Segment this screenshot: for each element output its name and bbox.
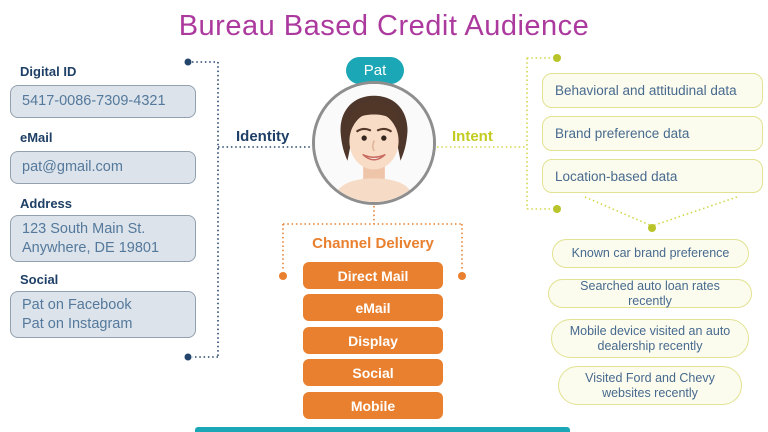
identity-bracket bbox=[192, 61, 311, 358]
persona-name: Pat bbox=[363, 62, 387, 79]
channel-button-display: Display bbox=[303, 327, 443, 354]
intent-data-text: Brand preference data bbox=[555, 126, 690, 141]
intent-signal-text: Visited Ford and Chevy websites recently bbox=[585, 370, 715, 400]
channel-delivery-title: Channel Delivery bbox=[312, 235, 434, 252]
intent-data-text: Behavioral and attitudinal data bbox=[555, 83, 737, 98]
channel-label: Mobile bbox=[350, 397, 396, 414]
intent-signal-text: Searched auto loan rates recently bbox=[580, 278, 720, 308]
intent-signal-pill: Mobile device visited an auto dealership… bbox=[551, 319, 749, 358]
digital-id-value: 5417-0086-7309-4321 bbox=[10, 85, 196, 118]
email-value: pat@gmail.com bbox=[10, 151, 196, 184]
connector-dot bbox=[553, 205, 561, 213]
email-text: pat@gmail.com bbox=[22, 159, 123, 176]
connector-dot bbox=[279, 272, 287, 280]
email-label: eMail bbox=[20, 130, 53, 145]
intent-signal-text: Mobile device visited an auto dealership… bbox=[569, 323, 731, 353]
intent-data-box: Behavioral and attitudinal data bbox=[542, 73, 763, 108]
identity-section-label: Identity bbox=[236, 128, 290, 145]
social-label: Social bbox=[20, 272, 59, 287]
connector-dot bbox=[184, 58, 192, 66]
address-value: 123 South Main St. Anywhere, DE 19801 bbox=[10, 215, 196, 262]
intent-signal-pill: Visited Ford and Chevy websites recently bbox=[558, 366, 742, 405]
channel-button-social: Social bbox=[303, 359, 443, 386]
social-value: Pat on Facebook Pat on Instagram bbox=[10, 291, 196, 338]
persona-photo bbox=[312, 81, 436, 205]
intent-data-box: Location-based data bbox=[542, 159, 763, 193]
social-line-2: Pat on Instagram bbox=[22, 315, 133, 332]
digital-id-label: Digital ID bbox=[20, 64, 77, 79]
channel-label: eMail bbox=[355, 299, 391, 316]
address-line-1: 123 South Main St. bbox=[22, 220, 146, 237]
intent-signal-pill: Searched auto loan rates recently bbox=[548, 279, 752, 308]
channel-button-direct-mail: Direct Mail bbox=[303, 262, 443, 289]
woman-avatar-icon bbox=[315, 84, 433, 202]
connector-dot bbox=[553, 54, 561, 62]
connector-dot bbox=[648, 224, 656, 232]
intent-section-label: Intent bbox=[452, 128, 493, 145]
page-title: Bureau Based Credit Audience bbox=[178, 10, 590, 42]
intent-data-box: Brand preference data bbox=[542, 116, 763, 151]
address-label: Address bbox=[20, 196, 73, 211]
channel-button-mobile: Mobile bbox=[303, 392, 443, 419]
intent-signal-pill: Known car brand preference bbox=[552, 239, 749, 268]
intent-data-text: Location-based data bbox=[555, 168, 678, 184]
bottom-accent-bar bbox=[195, 427, 570, 432]
connector-dot bbox=[184, 353, 192, 361]
channel-button-email: eMail bbox=[303, 294, 443, 321]
persona-name-badge: Pat bbox=[346, 57, 404, 84]
social-line-1: Pat on Facebook bbox=[22, 296, 132, 313]
channel-label: Direct Mail bbox=[337, 267, 409, 284]
digital-id-text: 5417-0086-7309-4321 bbox=[22, 93, 166, 110]
channel-label: Display bbox=[348, 332, 398, 349]
channel-label: Social bbox=[352, 364, 394, 381]
intent-signal-text: Known car brand preference bbox=[571, 246, 730, 260]
address-line-2: Anywhere, DE 19801 bbox=[22, 239, 160, 256]
connector-dot bbox=[458, 272, 466, 280]
